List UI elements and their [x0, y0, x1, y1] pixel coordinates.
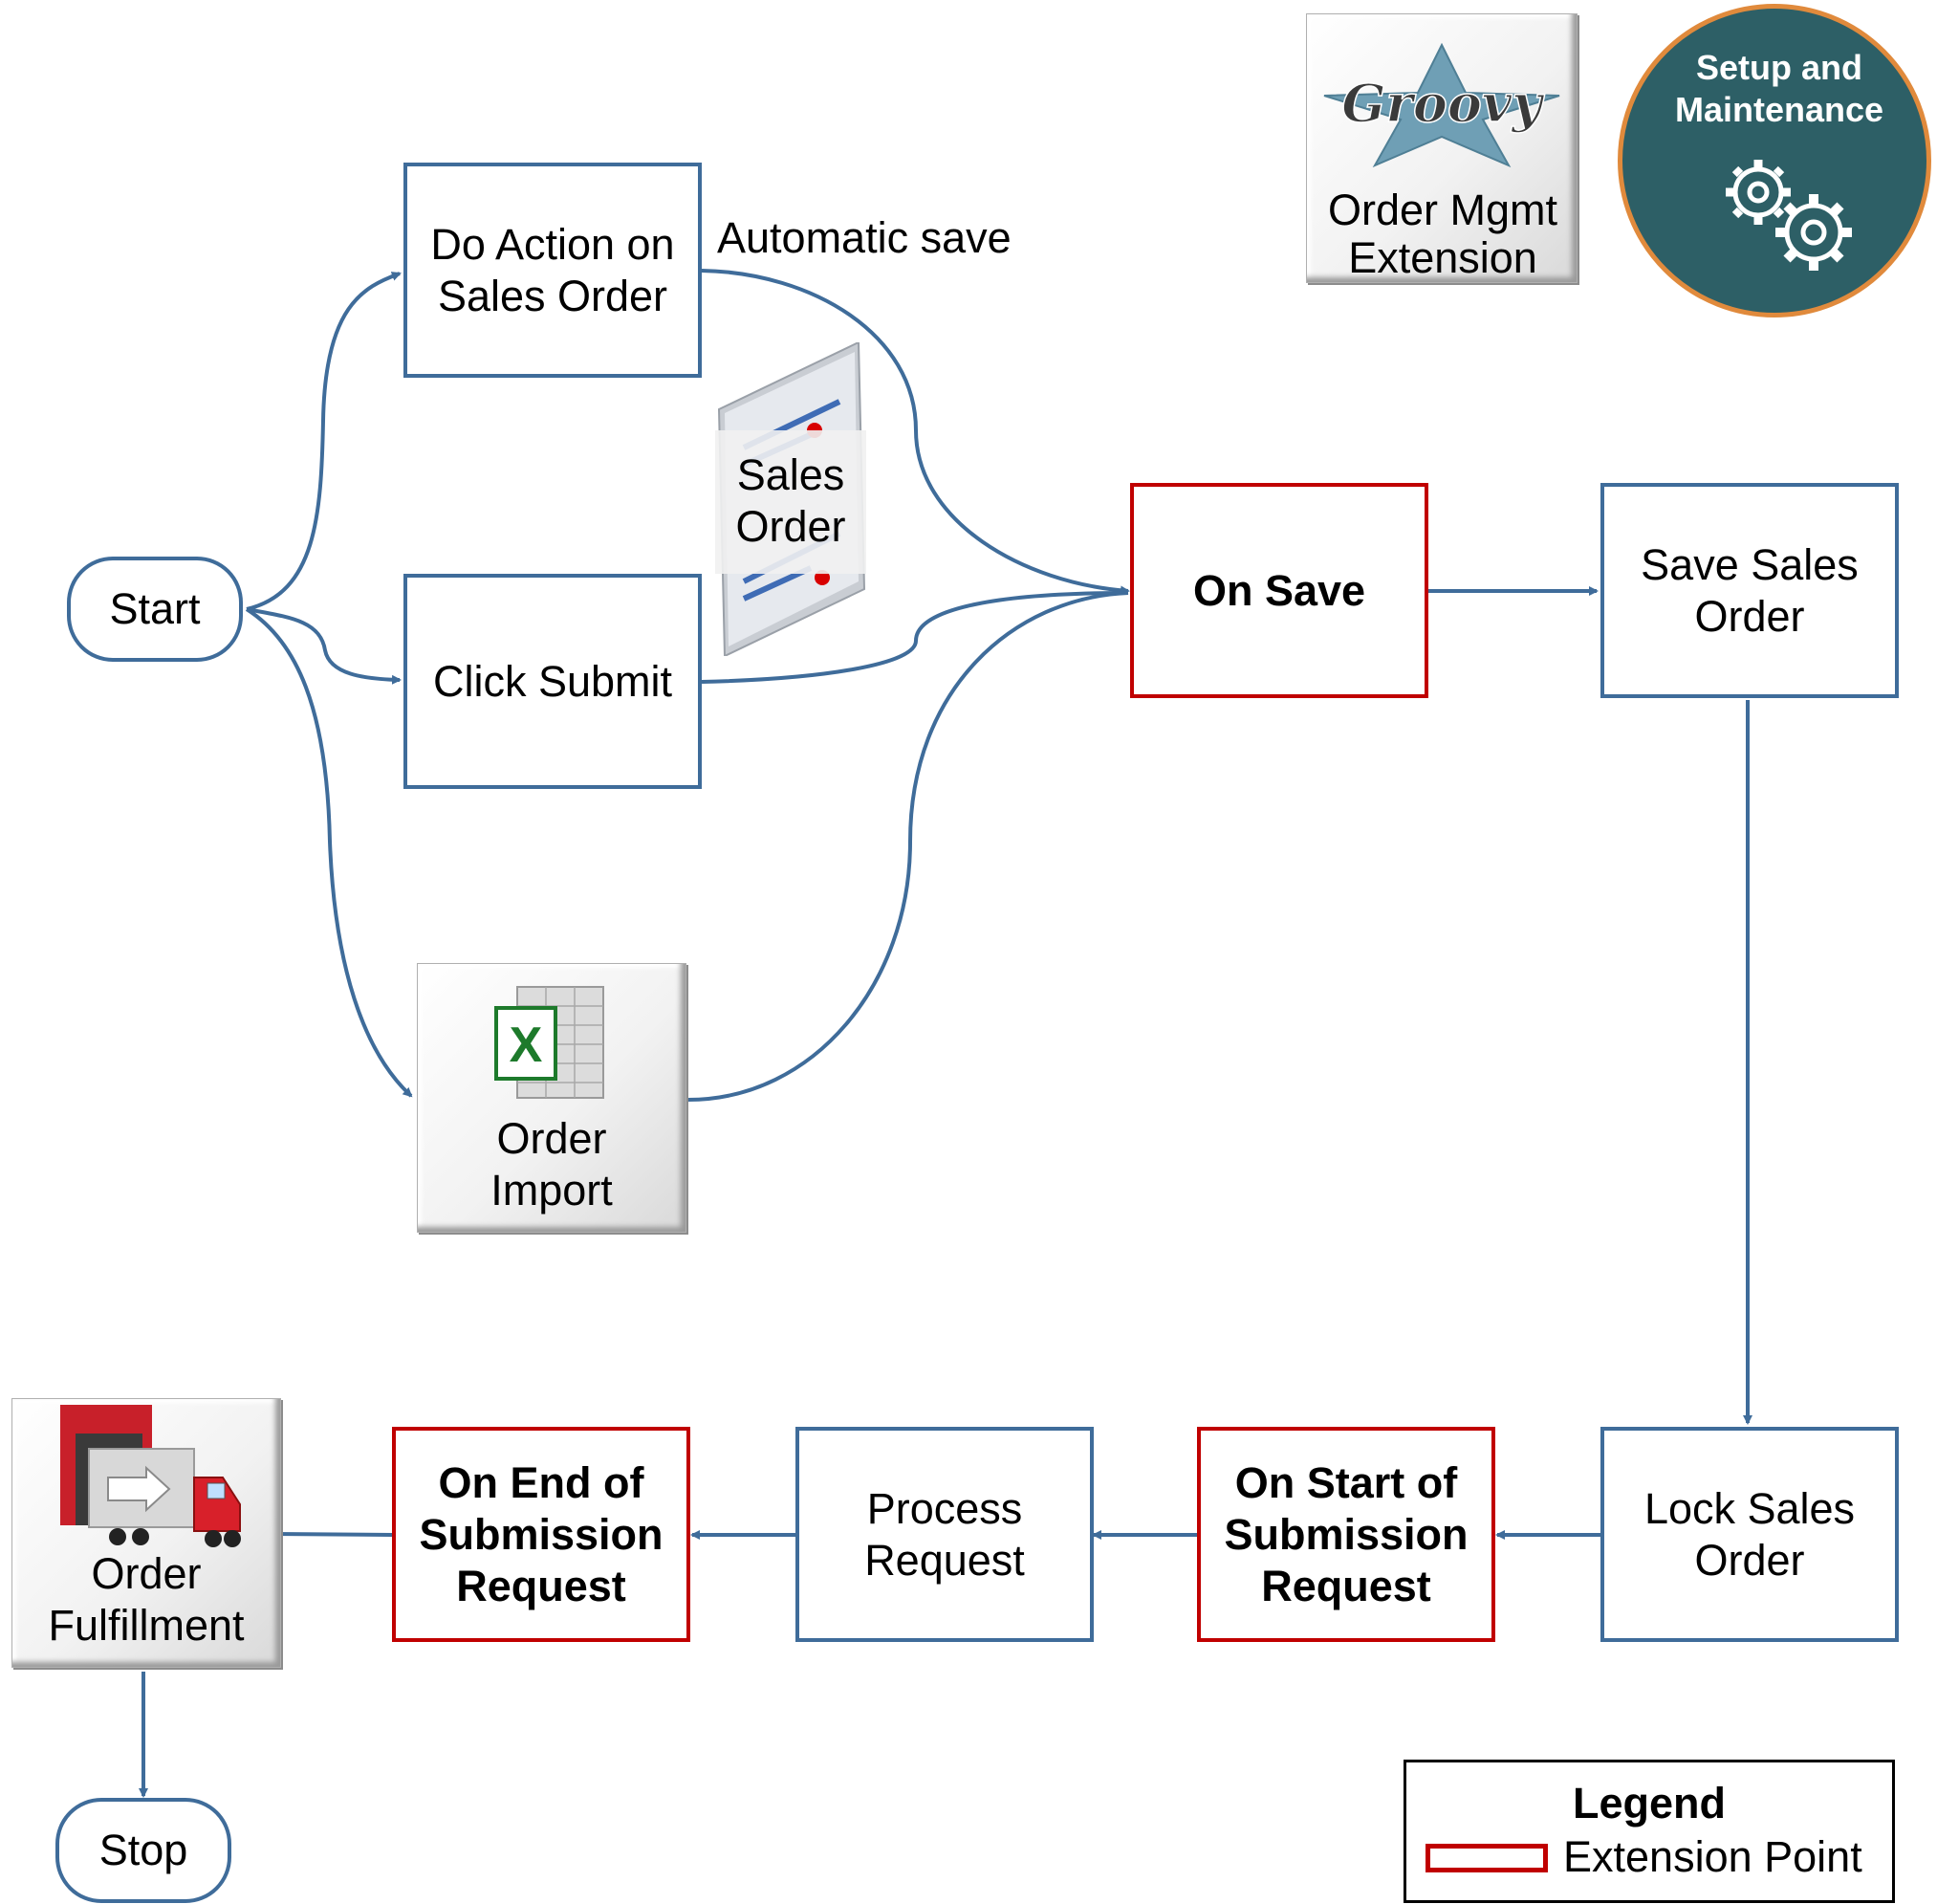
edge-click-submit-on-save [701, 591, 1129, 684]
groovy-logo-text: Groovy [1341, 73, 1545, 134]
on-save-box: On Save [1130, 483, 1428, 698]
stop-terminal: Stop [55, 1798, 231, 1903]
svg-text:X: X [510, 1018, 543, 1073]
order-import-tile: X Order Import [417, 963, 686, 1233]
legend-title: Legend [1572, 1779, 1726, 1827]
process-request-box: Process Request [795, 1427, 1094, 1642]
on-end-submission-label: On End of Submission Request [419, 1457, 664, 1610]
lock-sales-order-box: Lock Sales Order [1600, 1427, 1899, 1642]
click-submit-label: Click Submit [432, 656, 673, 706]
order-mgmt-extension-label: Order Mgmt Extension [1327, 186, 1558, 282]
edge-start-order-import [245, 607, 413, 1098]
process-request-label: Process Request [864, 1483, 1025, 1585]
save-sales-order-box: Save Sales Order [1600, 483, 1899, 698]
automatic-save-annotation: Automatic save [717, 213, 1012, 262]
legend-extension-point-label: Extension Point [1563, 1832, 1862, 1881]
do-action-label: Do Action on Sales Order [430, 219, 675, 320]
legend: Legend Extension Point [1404, 1760, 1895, 1903]
on-start-submission-box: On Start of Submission Request [1197, 1427, 1495, 1642]
stop-label: Stop [98, 1826, 188, 1874]
edge-order-import-on-save [687, 591, 1129, 1102]
setup-and-maintenance-badge: Setup and Maintenance [1618, 4, 1931, 317]
on-save-label: On Save [1192, 565, 1366, 615]
spreadsheet-icon: X [494, 986, 604, 1099]
do-action-box: Do Action on Sales Order [403, 163, 702, 378]
sales-order-doc-label: Sales Order [735, 450, 846, 551]
start-label: Start [109, 584, 201, 633]
on-end-submission-box: On End of Submission Request [392, 1427, 690, 1642]
order-fulfillment-label: Order Fulfillment [48, 1549, 245, 1650]
save-sales-order-label: Save Sales Order [1641, 539, 1859, 641]
sales-order-document: Sales Order [715, 342, 866, 656]
groovy-star-icon: Groovy [1323, 43, 1560, 167]
truck-icon [60, 1405, 241, 1547]
setup-and-maintenance-label: Setup and Maintenance [1674, 48, 1884, 129]
click-submit-box: Click Submit [403, 574, 702, 789]
lock-sales-order-label: Lock Sales Order [1643, 1483, 1856, 1585]
document-icon [715, 342, 866, 656]
edge-start-click-submit [246, 607, 402, 685]
edge-start-do-action [246, 272, 402, 611]
order-import-label: Order Import [490, 1114, 613, 1215]
legend-extension-point-swatch [1426, 1844, 1548, 1872]
start-terminal: Start [67, 557, 243, 662]
gears-icon [1726, 160, 1852, 271]
order-mgmt-extension-badge: Groovy Order Mgmt Extension [1306, 13, 1578, 283]
order-fulfillment-tile: Order Fulfillment [11, 1398, 281, 1668]
on-start-submission-label: On Start of Submission Request [1224, 1457, 1469, 1610]
edge-do-action-on-save [701, 269, 1130, 596]
edge-on-end-fulfillment [272, 1529, 393, 1540]
